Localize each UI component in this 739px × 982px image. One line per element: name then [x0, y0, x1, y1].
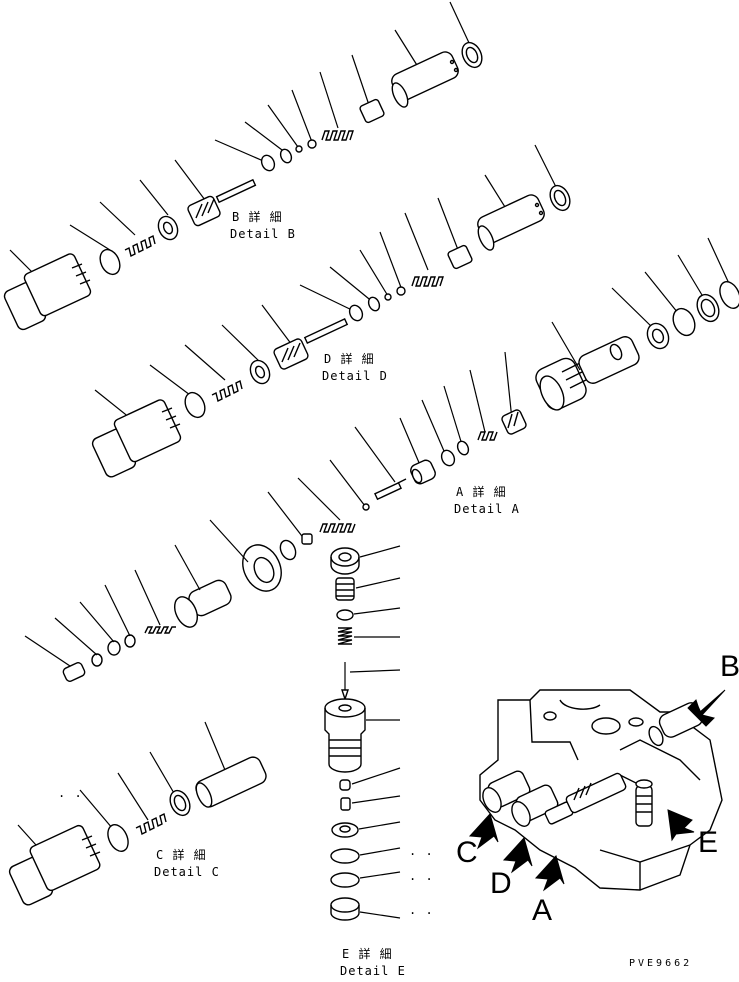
nut-d [249, 359, 271, 385]
sleeve-a [501, 409, 527, 435]
washer-d [396, 286, 406, 296]
detail-d-group [91, 144, 571, 478]
o-ring-e3 [330, 872, 360, 888]
ball-a [362, 503, 370, 511]
view-letter-a: A [532, 894, 552, 927]
ring-d1 [348, 304, 364, 322]
backup-ring-a [696, 293, 720, 323]
detail-e-dots-3: . . [409, 903, 434, 917]
arrow-icon [468, 812, 499, 850]
retainer-ring-d [549, 184, 571, 212]
sleeve-b [359, 98, 385, 124]
o-ring-e1 [336, 609, 354, 621]
needle-a [374, 478, 407, 501]
detail-d-jp-label: D 詳 細 [324, 351, 375, 366]
ring-b1 [260, 154, 276, 172]
plug-b [3, 253, 92, 331]
needle-e [341, 662, 349, 702]
washer-a2 [91, 653, 103, 667]
o-ring-a2 [719, 281, 739, 309]
seal-ring-a [242, 544, 282, 592]
nut-e [331, 822, 359, 838]
port-valve-e [635, 779, 653, 827]
spring-d1 [211, 379, 243, 403]
detail-b-en-label: Detail B [230, 227, 296, 241]
spring-e1 [337, 627, 353, 645]
detail-c-group [8, 721, 267, 906]
seat-b [391, 51, 459, 108]
seat-d [477, 194, 545, 251]
backup-ring-e [330, 897, 360, 921]
o-ring-c1 [107, 824, 129, 852]
detail-a-jp-label: A 詳 細 [456, 484, 507, 499]
view-letter-e: E [698, 826, 718, 859]
spring-a1 [477, 431, 498, 441]
spring-c1 [135, 812, 167, 836]
detail-b-group [3, 1, 483, 331]
ball-b [295, 145, 303, 153]
spring-d2 [411, 276, 444, 287]
spring-a2 [319, 523, 356, 533]
o-ring-a3 [279, 539, 297, 561]
cap-nut-a [646, 322, 670, 350]
spacer-a [301, 533, 313, 545]
ring-d2 [367, 296, 381, 312]
washer-a1 [124, 634, 136, 648]
arrow-icon [502, 836, 533, 874]
detail-e-dots-1: . . [409, 844, 434, 858]
detail-b-jp-label: B 詳 細 [232, 209, 283, 224]
valve-body-icon [479, 689, 723, 891]
detail-a-group [24, 237, 739, 682]
detail-c-jp-label: C 詳 細 [156, 847, 207, 862]
ball-d [384, 293, 392, 301]
ring-a2 [440, 449, 456, 467]
washer-b [307, 139, 317, 149]
view-letter-b: B [720, 650, 739, 683]
poppet-stem-b [187, 178, 257, 227]
detail-e-group [324, 545, 401, 921]
arrow-icon [534, 854, 565, 892]
port-valve-a [544, 772, 627, 825]
sleeve-c [195, 756, 267, 808]
valve-body-e [324, 698, 366, 773]
drawing-code: PVE9662 [629, 958, 692, 969]
detail-a-en-label: Detail A [454, 502, 520, 516]
detail-c-dots: . . [58, 786, 83, 800]
plug-d [91, 399, 182, 478]
nut-b [157, 215, 179, 241]
o-ring-b1 [99, 248, 121, 276]
detail-e-en-label: Detail E [340, 964, 406, 977]
view-letter-c: C [456, 836, 478, 869]
detail-c-en-label: Detail C [154, 865, 220, 879]
arrow-icon [667, 809, 695, 842]
detail-e-dots-2: . . [409, 869, 434, 883]
nut-a [107, 640, 121, 656]
o-ring-e2 [330, 848, 360, 864]
cap-e [330, 547, 360, 575]
plug-a [410, 459, 436, 485]
cap-a [62, 662, 86, 682]
o-ring-a1 [672, 307, 696, 337]
detail-d-en-label: Detail D [322, 369, 388, 383]
valve-body-a [535, 336, 640, 411]
adjust-screw-e [335, 577, 355, 601]
piston-a [173, 579, 232, 628]
o-ring-d1 [184, 391, 206, 419]
arrow-icon [687, 689, 726, 727]
plug-c [8, 824, 101, 906]
poppet-stem-d [273, 318, 349, 370]
spring-b2 [321, 130, 354, 141]
spring-b1 [124, 234, 156, 258]
retainer-ring-b [461, 41, 483, 69]
retainer-ring-c [169, 789, 191, 817]
ring-b2 [279, 148, 293, 164]
plug-e1 [339, 779, 351, 791]
sleeve-d [447, 244, 473, 270]
ring-a1 [456, 440, 470, 456]
screw-a [144, 626, 176, 634]
view-letter-d: D [490, 867, 512, 900]
detail-e-jp-label: E 詳 細 [342, 946, 393, 961]
plug-e2 [340, 797, 351, 811]
